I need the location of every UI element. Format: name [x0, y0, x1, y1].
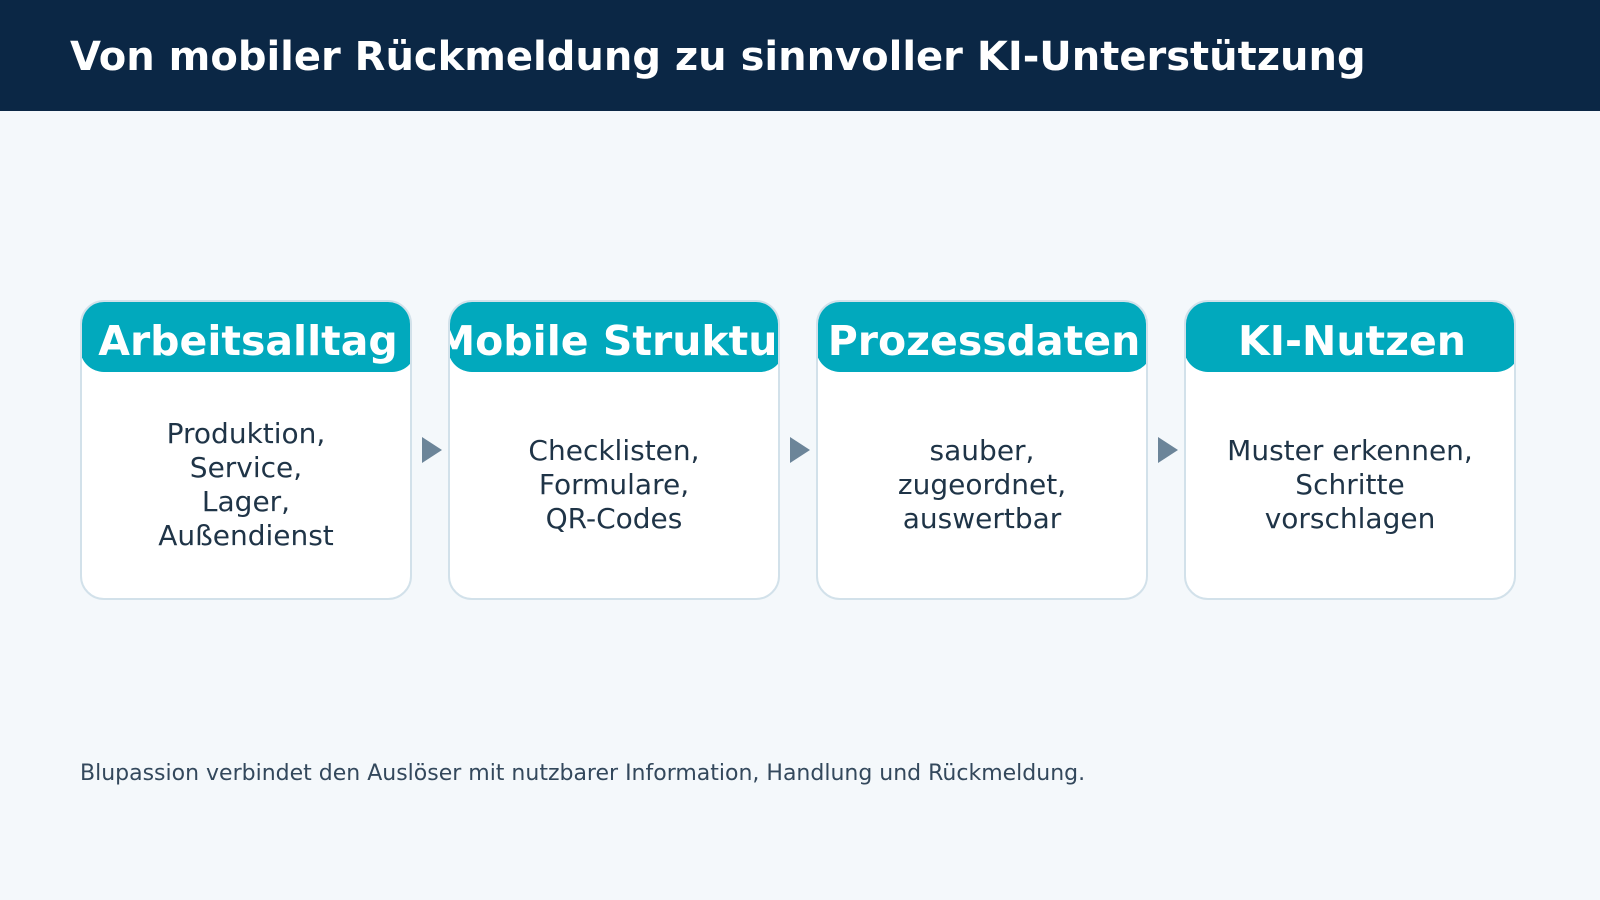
step-card-header: Mobile Struktur: [448, 302, 780, 372]
step-card-header: Arbeitsalltag: [82, 302, 410, 372]
step-card-header: KI-Nutzen: [1186, 302, 1514, 372]
arrow-right-icon: [790, 437, 810, 463]
step-description: sauber, zugeordnet, auswertbar: [897, 434, 1067, 535]
step-title: KI-Nutzen: [1237, 317, 1466, 365]
step-card-header: Prozessdaten: [818, 302, 1146, 372]
step-card-body: Muster erkennen, Schritte vorschlagen: [1186, 372, 1514, 598]
step-description: Checklisten, Formulare, QR-Codes: [528, 434, 700, 535]
step-title: Arbeitsalltag: [98, 317, 398, 365]
arrow-right-icon: [422, 437, 442, 463]
step-description: Muster erkennen, Schritte vorschlagen: [1227, 434, 1473, 535]
title-bar: Von mobiler Rückmeldung zu sinnvoller KI…: [0, 0, 1600, 111]
arrow-right-icon: [1158, 437, 1178, 463]
page-title: Von mobiler Rückmeldung zu sinnvoller KI…: [70, 34, 1366, 80]
step-card-prozessdaten: Prozessdaten sauber, zugeordnet, auswert…: [816, 300, 1148, 600]
step-card-body: Checklisten, Formulare, QR-Codes: [450, 372, 778, 598]
step-title: Prozessdaten: [827, 317, 1141, 365]
footnote: Blupassion verbindet den Auslöser mit nu…: [80, 761, 1086, 786]
step-card-ki-nutzen: KI-Nutzen Muster erkennen, Schritte vors…: [1184, 300, 1516, 600]
step-card-body: sauber, zugeordnet, auswertbar: [818, 372, 1146, 598]
step-card-mobile-struktur: Mobile Struktur Checklisten, Formulare, …: [448, 300, 780, 600]
step-card-arbeitsalltag: Arbeitsalltag Produktion, Service, Lager…: [80, 300, 412, 600]
step-description: Produktion, Service, Lager, Außendienst: [158, 417, 334, 552]
step-card-body: Produktion, Service, Lager, Außendienst: [82, 372, 410, 598]
step-title: Mobile Struktur: [448, 317, 780, 365]
